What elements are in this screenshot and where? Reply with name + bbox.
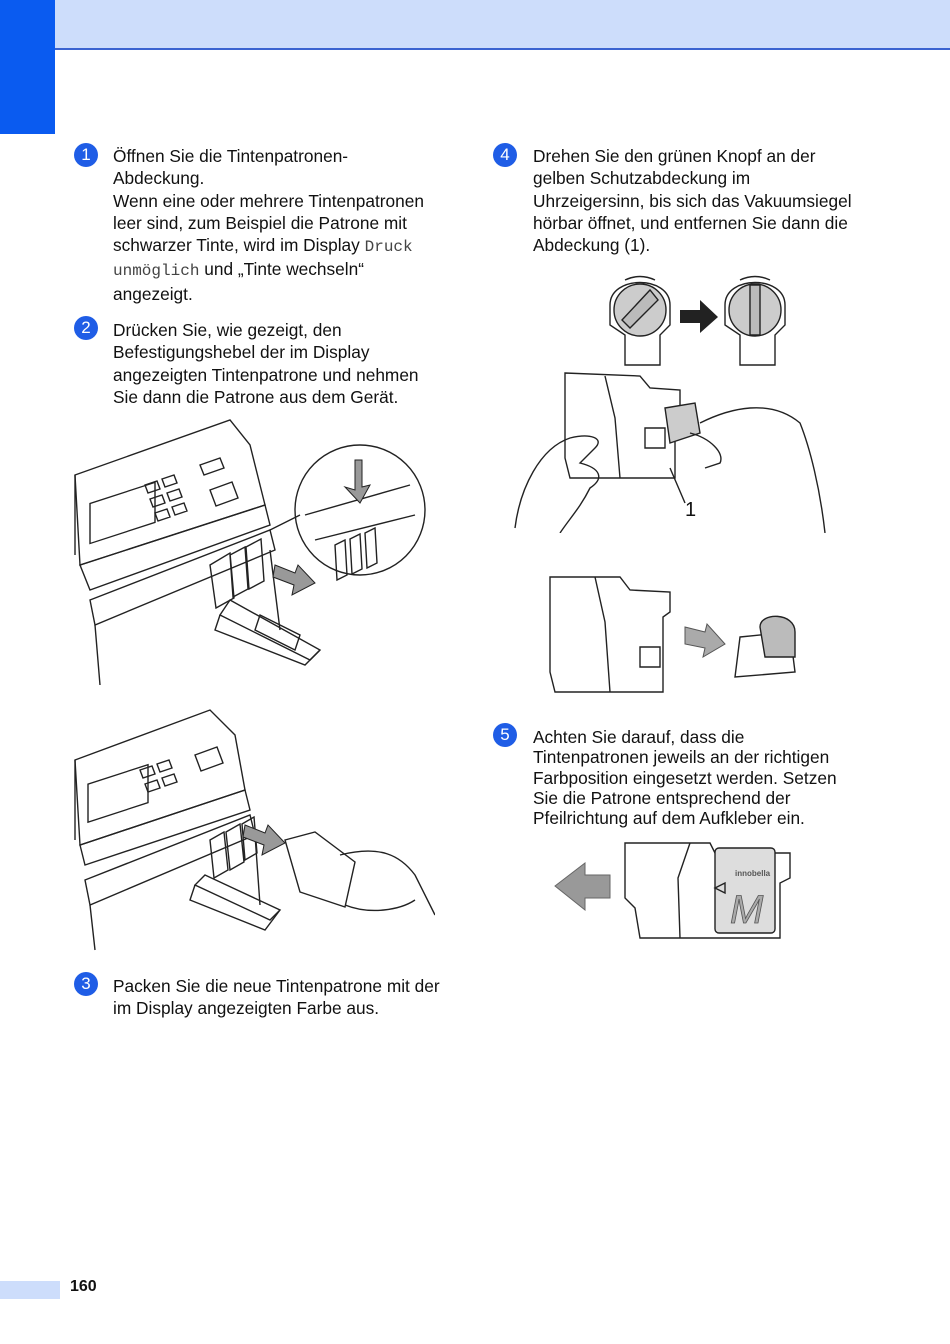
step-1-detail-text: Wenn eine oder mehrere Tintenpatronen le…	[113, 190, 424, 256]
cartridge-brand: innobella	[735, 869, 771, 878]
step-1-line-2: Abdeckung.	[113, 168, 205, 189]
step-number-badge: 1	[74, 143, 98, 167]
step-4-text: Drehen Sie den grünen Knopf an der gelbe…	[533, 146, 852, 256]
footer-tab	[0, 1281, 60, 1299]
step-3-text: Packen Sie die neue Tintenpatrone mit de…	[113, 976, 440, 1019]
cap-knob-rotation-illustration	[609, 275, 786, 366]
cartridge-label-direction-illustration: innobella M	[554, 842, 791, 939]
cartridge-cap-removed-illustration	[549, 576, 796, 693]
display-message: Druck unmöglich	[113, 238, 413, 281]
header-band	[0, 0, 950, 50]
chapter-tab	[0, 0, 55, 134]
step-number-badge: 2	[74, 316, 98, 340]
step-1-line-1: Öffnen Sie die Tintenpatronen-	[113, 146, 349, 166]
step-number-badge: 5	[493, 723, 517, 747]
step-number-badge: 4	[493, 143, 517, 167]
printer-cartridge-insertion-illustration	[74, 709, 435, 951]
cartridge-color-letter: M	[730, 888, 764, 932]
page-number: 160	[70, 1278, 97, 1295]
cap-removal-hands-illustration: 1	[514, 372, 826, 533]
step-1-text: Öffnen Sie die Tintenpatronen- Abdeckung…	[113, 145, 443, 305]
callout-label: 1	[685, 499, 696, 521]
printer-cartridge-removal-illustration	[74, 419, 426, 686]
step-1-detail: Wenn eine oder mehrere Tintenpatronen le…	[113, 190, 443, 305]
step-2-text: Drücken Sie, wie gezeigt, den Befestigun…	[113, 320, 419, 407]
step-number-badge: 3	[74, 972, 98, 996]
step-5-text: Achten Sie darauf, dass die Tintenpatron…	[533, 727, 837, 829]
step-1-detail-end: und „Tinte wechseln“ angezeigt.	[113, 259, 364, 304]
